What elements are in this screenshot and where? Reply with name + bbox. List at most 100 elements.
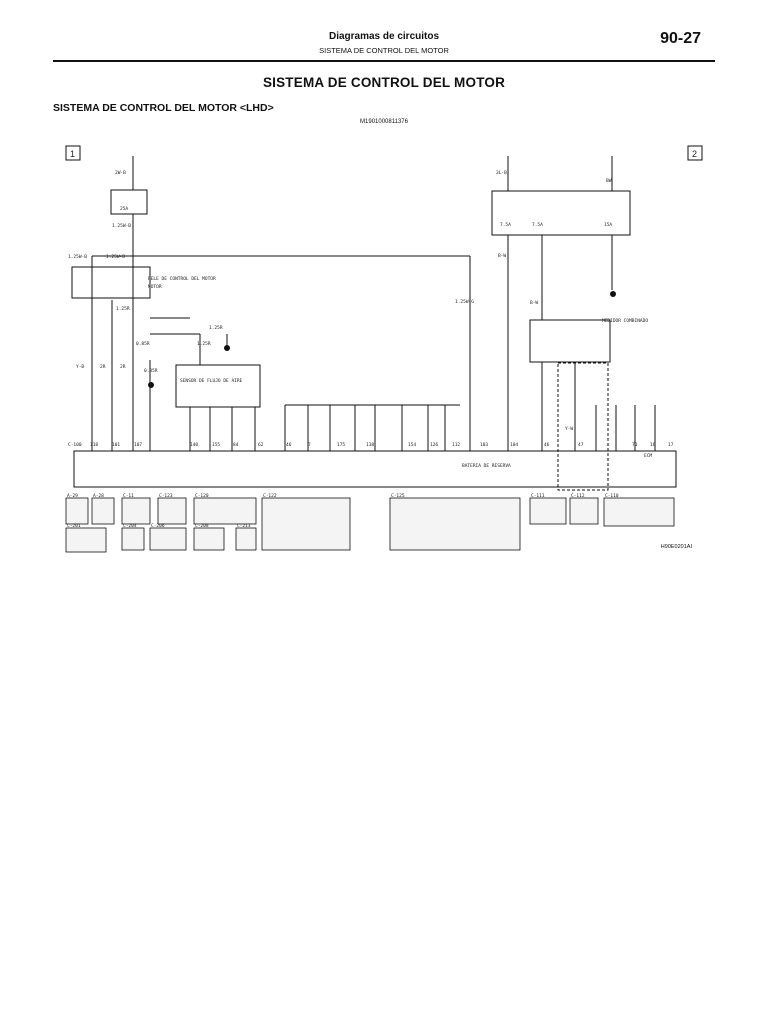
page-title: SISTEMA DE CONTROL DEL MOTOR <box>262 75 506 90</box>
connector-id: C-206 <box>151 523 165 529</box>
section-title: Diagramas de circuitos <box>328 31 440 42</box>
terminal-number: 175 <box>337 442 345 448</box>
fuse-label: 15A <box>604 222 612 228</box>
relay-label: RELE DE CONTROL DEL MOTOR <box>148 276 216 282</box>
connector-id: C-120 <box>195 493 209 499</box>
ground-symbol <box>610 291 616 297</box>
wire-label: B-W <box>530 300 538 306</box>
wire-label: 2R <box>120 364 126 370</box>
connector-diagram <box>121 497 151 525</box>
combination-meter <box>529 319 611 363</box>
terminal-number: 118 <box>90 442 98 448</box>
connector-id: C-112 <box>571 493 585 499</box>
air-flow-sensor <box>175 364 261 408</box>
connector-id: C-201 <box>67 523 81 529</box>
wire-label: 1.25W-B <box>106 254 125 260</box>
connector-id: C-213 <box>237 523 251 529</box>
connector-diagram <box>121 527 145 551</box>
terminal-number: 104 <box>510 442 518 448</box>
terminal-number: 46 <box>544 442 550 448</box>
connector-diagram <box>65 497 89 525</box>
connector-id: C-11 <box>123 493 134 499</box>
terminal-number: 16 <box>650 442 656 448</box>
connector-id: C-110 <box>605 493 619 499</box>
document-code: M1901000811376 <box>360 119 408 125</box>
page-marker-2-box <box>687 145 703 161</box>
wire-label: B-W <box>498 253 506 259</box>
wire-label: 1.25W-G <box>455 299 474 305</box>
terminal-number: 101 <box>112 442 120 448</box>
component-label: SENSOR DE FLUJO DE AIRE <box>180 378 243 384</box>
fuse-label: 7.5A <box>500 222 511 228</box>
section-subtitle: SISTEMA DE CONTROL DEL MOTOR <box>319 46 449 55</box>
diagram-subtitle: SISTEMA DE CONTROL DEL MOTOR <LHD> <box>53 102 274 114</box>
wire-label: BW <box>606 178 612 184</box>
terminal-number: 103 <box>480 442 488 448</box>
component-label: MEDIDOR COMBINADO <box>602 318 648 324</box>
page-marker-label: 1 <box>70 149 75 159</box>
connector-diagram <box>235 527 257 551</box>
wire-label: 1.25W-B <box>68 254 87 260</box>
ground-symbol <box>148 382 154 388</box>
page-marker-label: 2 <box>692 149 697 159</box>
connector-diagram <box>193 527 225 551</box>
terminal-number: 47 <box>578 442 584 448</box>
terminal-number: 17 <box>668 442 674 448</box>
terminal-number: 46 <box>286 442 292 448</box>
connector-diagram <box>91 497 115 525</box>
ecm-box <box>73 450 677 488</box>
fuse-block-right <box>491 190 631 236</box>
wire-label: 1.25R <box>209 325 223 331</box>
ground-symbols <box>148 291 616 388</box>
page-number: 90-27 <box>660 30 701 47</box>
wire-label: 2W-B <box>115 170 126 176</box>
terminal-number: 71 <box>632 442 638 448</box>
terminal-number: 154 <box>408 442 416 448</box>
connector-diagram <box>65 527 107 553</box>
page-marker-1-box <box>65 145 81 161</box>
connector-id: A-29 <box>67 493 78 499</box>
wire-label: 1.25R <box>197 341 211 347</box>
terminal-number: 7 <box>308 442 311 448</box>
terminal-number: 155 <box>212 442 220 448</box>
wire-label: 3L-B <box>496 170 507 176</box>
terminal-number: 138 <box>366 442 374 448</box>
wire-label: 0.85R <box>144 368 158 374</box>
connector-id: C-208 <box>195 523 209 529</box>
header-rule <box>53 60 715 62</box>
connector-id: C-111 <box>531 493 545 499</box>
connector-diagram <box>149 527 187 551</box>
wire-label: 0.85R <box>136 341 150 347</box>
connector-id: C-125 <box>391 493 405 499</box>
terminal-number: 84 <box>233 442 239 448</box>
dashed-region <box>557 362 609 491</box>
terminal-number: 107 <box>134 442 142 448</box>
figure-reference-code: H90E0201AI <box>660 544 692 550</box>
connector-diagrams <box>65 497 675 553</box>
wire-label: 1.25R <box>116 306 130 312</box>
connector-diagram <box>157 497 187 525</box>
fuse-box-left <box>110 189 148 215</box>
engine-control-relay <box>71 266 151 299</box>
terminal-number: 126 <box>430 442 438 448</box>
connector-id: C-122 <box>263 493 277 499</box>
connector-diagram <box>569 497 599 525</box>
terminal-number: 140 <box>190 442 198 448</box>
component-label: MOTOR <box>148 284 162 290</box>
wire-label: Y-W <box>565 426 573 432</box>
ground-symbol <box>224 345 230 351</box>
terminal-number: 112 <box>452 442 460 448</box>
connector-id: C-123 <box>159 493 173 499</box>
connector-id: C-100 <box>68 442 82 448</box>
wire-label: 2R <box>100 364 106 370</box>
connector-diagram <box>261 497 351 551</box>
wire-label: Y-B <box>76 364 84 370</box>
terminal-number: 62 <box>258 442 264 448</box>
connector-diagram <box>529 497 567 525</box>
connector-id: A-28 <box>93 493 104 499</box>
connector-id: C-204 <box>123 523 137 529</box>
connector-diagram <box>603 497 675 527</box>
fuse-label: 7.5A <box>532 222 543 228</box>
component-label: BATERIA DE RESERVA <box>462 463 511 469</box>
